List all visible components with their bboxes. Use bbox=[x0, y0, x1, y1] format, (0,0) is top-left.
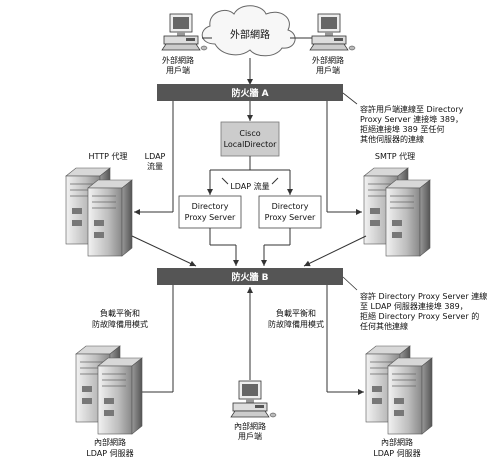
smtp-proxy-label: SMTP 代理 bbox=[375, 151, 415, 161]
note-a-line-4: 其他伺服器的連線 bbox=[360, 134, 424, 144]
note-b: 容許 Directory Proxy Server 連線 至 LDAP 伺服器連… bbox=[342, 276, 487, 331]
internal-client-icon bbox=[230, 380, 277, 418]
cloud-icon bbox=[201, 5, 296, 57]
firewall-b-bar bbox=[157, 268, 343, 285]
ldap-traffic-left-label-2: 流量 bbox=[147, 161, 163, 171]
lb-mode-center-label-1: 負載平衡和 bbox=[276, 308, 316, 318]
internal-ldap-right-label-1: 內部網路 bbox=[381, 437, 413, 447]
firewall-a-label: 防火牆 A bbox=[231, 87, 268, 99]
proxy-server-1-box bbox=[178, 195, 242, 229]
proxy-server-2-box bbox=[258, 195, 322, 229]
local-director-label-2: LocalDirector bbox=[224, 140, 278, 149]
internal-ldap-left-label-1: 內部網路 bbox=[94, 437, 126, 447]
lb-mode-left-label-1: 負載平衡和 bbox=[100, 308, 140, 318]
internal-client-label-2: 用戶端 bbox=[238, 431, 262, 441]
side-links bbox=[131, 101, 367, 267]
external-network-label: 外部網路 bbox=[230, 28, 270, 41]
external-client-right-icon bbox=[309, 13, 356, 51]
internal-ldap-right-icon-2 bbox=[387, 357, 433, 435]
ldap-traffic-left-label-1: LDAP bbox=[145, 152, 166, 161]
note-a-line-2: Proxy Server 連接埠 389， bbox=[360, 114, 463, 124]
lb-mode-left-label-2: 防故障備用模式 bbox=[92, 319, 148, 329]
firewall-b-label: 防火牆 B bbox=[232, 271, 269, 283]
proxy-server-1-label-2: Proxy Server bbox=[185, 213, 236, 222]
note-a: 容許用戶端連線至 Directory Proxy Server 連接埠 389，… bbox=[342, 92, 464, 144]
local-director-label-1: Cisco bbox=[239, 129, 260, 138]
note-a-line-3: 拒絕連接埠 389 至任何 bbox=[360, 124, 444, 134]
local-director-box bbox=[220, 121, 280, 157]
ldap-traffic-center-label: LDAP 流量 bbox=[230, 181, 269, 191]
director-links bbox=[207, 101, 293, 266]
proxy-server-1-label-1: Directory bbox=[192, 202, 229, 211]
firewall-a-bar bbox=[157, 84, 343, 101]
external-links bbox=[202, 37, 312, 85]
http-proxy-server-icon-2 bbox=[87, 179, 133, 257]
external-client-right-label-1: 外部網路 bbox=[312, 55, 344, 65]
external-client-left-icon bbox=[161, 13, 208, 51]
internal-ldap-left-icon-2 bbox=[97, 357, 143, 435]
lb-mode-center-label-2: 防故障備用模式 bbox=[268, 319, 324, 329]
note-b-line-4: 任何其他連線 bbox=[360, 321, 408, 331]
external-client-left-label-2: 用戶端 bbox=[166, 65, 190, 75]
internal-client-label-1: 內部網路 bbox=[234, 421, 266, 431]
external-client-left-label-1: 外部網路 bbox=[162, 55, 194, 65]
note-b-line-3: 拒絕 Directory Proxy Server 的 bbox=[360, 311, 479, 321]
note-b-line-1: 容許 Directory Proxy Server 連線 bbox=[360, 291, 487, 301]
internal-ldap-left-label-2: LDAP 伺服器 bbox=[86, 448, 133, 458]
note-a-line-1: 容許用戶端連線至 Directory bbox=[360, 104, 464, 114]
proxy-server-2-label-2: Proxy Server bbox=[265, 213, 316, 222]
smtp-proxy-server-icon-2 bbox=[385, 179, 431, 257]
external-client-right-label-2: 用戶端 bbox=[316, 65, 340, 75]
note-b-line-2: 至 LDAP 伺服器連接埠 389， bbox=[360, 301, 468, 311]
proxy-server-2-label-1: Directory bbox=[272, 202, 309, 211]
http-proxy-label: HTTP 代理 bbox=[88, 151, 127, 161]
internal-links bbox=[136, 285, 364, 395]
internal-ldap-right-label-2: LDAP 伺服器 bbox=[373, 448, 420, 458]
